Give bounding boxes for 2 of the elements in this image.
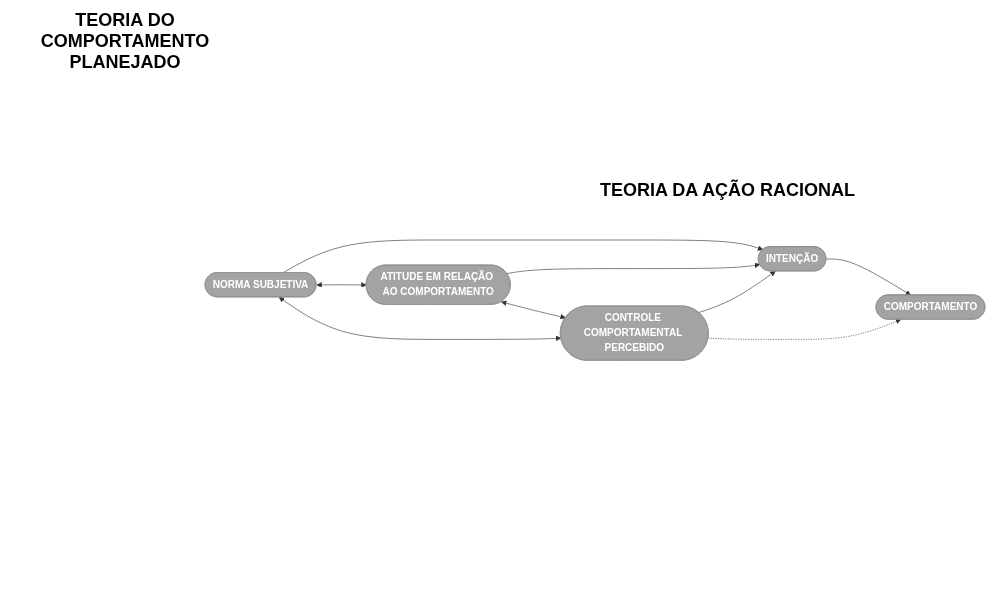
theory-title: TEORIA DA AÇÃO RACIONAL xyxy=(600,180,855,201)
theory-title: TEORIA DO COMPORTAMENTO PLANEJADO xyxy=(40,10,210,73)
